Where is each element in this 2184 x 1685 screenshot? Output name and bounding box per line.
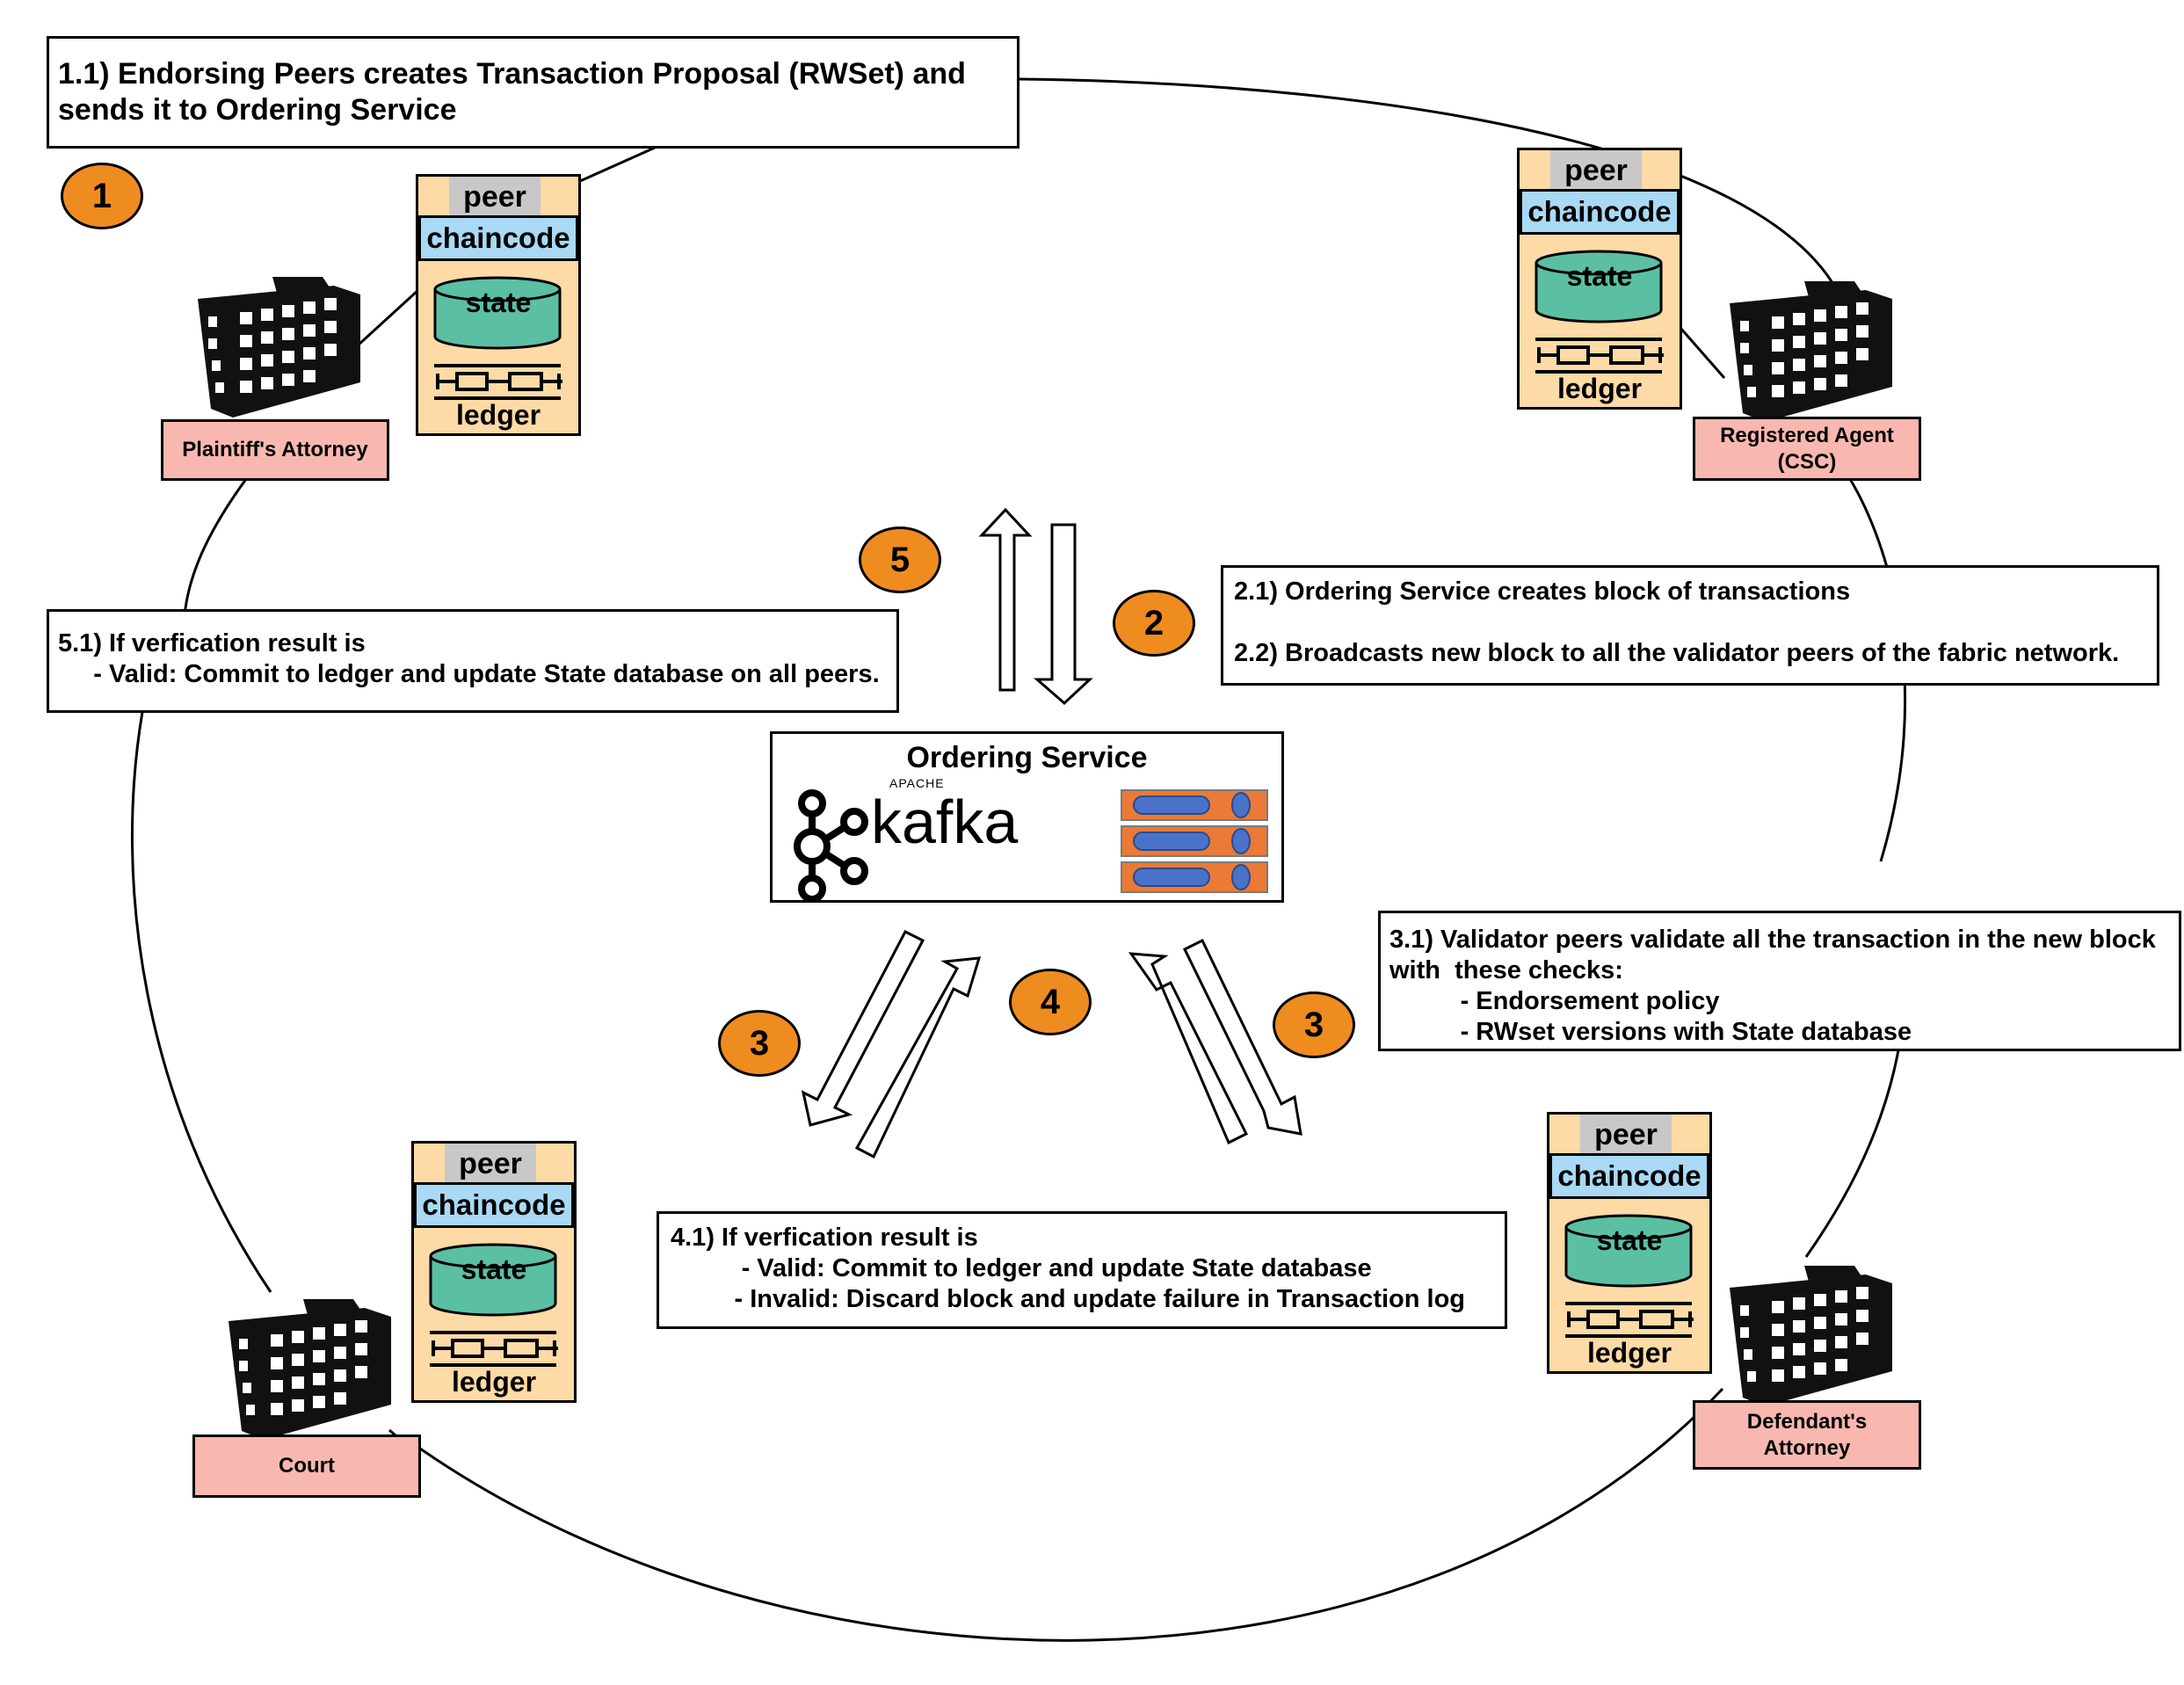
link-plaintiff-peer	[356, 288, 420, 347]
note-line: 2.2) Broadcasts new block to all the val…	[1234, 639, 2120, 667]
database-cylinder-icon	[1564, 1214, 1694, 1338]
peer-node-defendant: peer chaincode state ledger	[1547, 1112, 1712, 1374]
chaincode-label: chaincode	[414, 1182, 574, 1228]
chaincode-label: chaincode	[418, 215, 578, 261]
ledger-label: ledger	[1586, 1337, 1672, 1369]
office-building-icon	[1730, 1266, 1892, 1406]
arrow-up-icon	[978, 507, 1033, 692]
kafka-logo-word: kafka	[871, 788, 1019, 856]
blockchain-ledger-icon	[1535, 338, 1664, 374]
ring-right-lower	[1804, 1049, 1900, 1258]
note-line: sends it to Ordering Service	[58, 93, 457, 127]
arrow-up-icon	[854, 956, 982, 1159]
ledger-label: ledger	[455, 399, 541, 431]
peer-node-court: peer chaincode state ledger	[411, 1141, 577, 1403]
ledger-label: ledger	[1556, 373, 1643, 404]
step-badge-5: 5	[859, 527, 941, 593]
note-line: - Valid: Commit to ledger and update Sta…	[58, 660, 880, 688]
ordering-service-box: Ordering Service APACHE kafka	[770, 731, 1284, 903]
database-cylinder-icon	[433, 276, 562, 400]
peer-tag: peer	[1550, 150, 1642, 191]
note-line: - Endorsement policy	[1389, 987, 1720, 1015]
step-badge-3-right: 3	[1273, 991, 1355, 1058]
server-rack-icon	[1121, 789, 1268, 893]
note-step-2: 2.1) Ordering Service creates block of t…	[1221, 565, 2159, 686]
entity-name: Court	[279, 1454, 335, 1478]
ledger-label: ledger	[451, 1366, 537, 1398]
peer-node-plaintiff: peer chaincode state ledger	[416, 174, 581, 436]
entity-name: Plaintiff's Attorney	[182, 438, 368, 461]
arrow-down-icon	[1033, 523, 1093, 706]
link-agent-peer	[1679, 327, 1726, 379]
kafka-logo-small-text: APACHE	[889, 776, 945, 790]
arrow-down-icon	[1182, 938, 1302, 1136]
blockchain-ledger-icon	[430, 1331, 558, 1367]
chaincode-label: chaincode	[1520, 189, 1680, 235]
peer-node-agent: peer chaincode state ledger	[1517, 148, 1682, 410]
note-line: - Invalid: Discard block and update fail…	[671, 1285, 1466, 1313]
note-line: 3.1) Validator peers validate all the tr…	[1389, 926, 2156, 954]
ring-left	[183, 478, 248, 616]
state-label: state	[465, 287, 532, 318]
note-line	[1234, 607, 2157, 638]
note-line: 2.1) Ordering Service creates block of t…	[1234, 577, 1851, 606]
blockchain-ledger-icon	[1565, 1302, 1694, 1338]
arrow-down-icon	[801, 929, 925, 1127]
state-label: state	[1566, 260, 1633, 292]
peer-tag: peer	[1580, 1115, 1672, 1155]
note-line: 5.1) If verfication result is	[58, 629, 366, 657]
database-cylinder-icon	[1535, 250, 1664, 374]
entity-label-registered-agent: Registered Agent (CSC)	[1693, 417, 1921, 481]
step-badge-2: 2	[1113, 590, 1195, 657]
ordering-service-title: Ordering Service	[906, 741, 1148, 774]
arrow-up-icon	[1128, 952, 1249, 1145]
blockchain-ledger-icon	[434, 364, 562, 400]
chaincode-label: chaincode	[1549, 1153, 1709, 1199]
entity-name: Defendant's Attorney	[1746, 1409, 1868, 1460]
note-step-5-1: 5.1) If verfication result is - Valid: C…	[47, 609, 899, 713]
note-line: 4.1) If verfication result is	[671, 1224, 978, 1252]
note-line: - Valid: Commit to ledger and update Sta…	[671, 1254, 1372, 1282]
entity-label-court: Court	[192, 1434, 421, 1498]
ring-bottom	[419, 1387, 1724, 1642]
link-note1-peer	[579, 146, 656, 183]
step-badge-4: 4	[1009, 969, 1092, 1035]
peer-tag: peer	[449, 177, 541, 217]
step-badge-3-left: 3	[718, 1010, 801, 1077]
office-building-icon	[229, 1299, 391, 1440]
note-step-3-1: 3.1) Validator peers validate all the tr…	[1378, 911, 2181, 1051]
note-line: with these checks:	[1389, 956, 1623, 984]
note-line: 1.1) Endorsing Peers creates Transaction…	[58, 57, 966, 91]
office-building-icon	[198, 277, 360, 418]
office-building-icon	[1730, 281, 1892, 422]
note-step-1-1: 1.1) Endorsing Peers creates Transaction…	[47, 36, 1019, 149]
note-line: - RWset versions with State database	[1389, 1018, 1912, 1046]
step-badge-1: 1	[61, 163, 143, 229]
kafka-logo-icon	[794, 789, 868, 903]
peer-tag: peer	[445, 1144, 536, 1184]
ring-left-lower	[130, 711, 272, 1293]
entity-label-plaintiff-attorney: Plaintiff's Attorney	[161, 419, 389, 481]
ring-top-right	[1019, 77, 1839, 291]
entity-name: Registered Agent (CSC)	[1720, 423, 1894, 474]
entity-label-defendant-attorney: Defendant's Attorney	[1693, 1400, 1921, 1470]
note-step-4-1: 4.1) If verfication result is - Valid: C…	[657, 1211, 1507, 1329]
state-label: state	[461, 1253, 527, 1285]
state-label: state	[1596, 1224, 1663, 1256]
database-cylinder-icon	[429, 1243, 558, 1367]
